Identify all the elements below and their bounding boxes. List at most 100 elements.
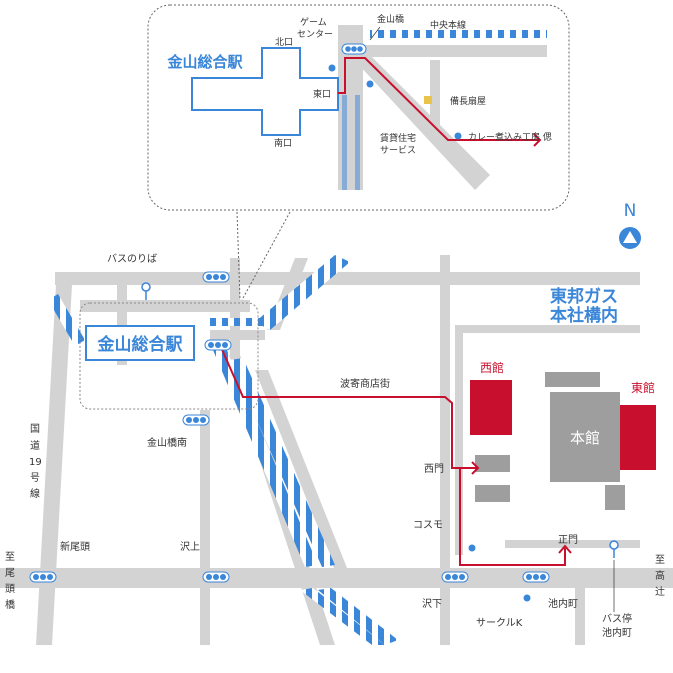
bus-stop-ikeuchi-line2: 池内町: [602, 626, 632, 639]
circle-k-dot: [523, 594, 531, 602]
bus-stop-ikeuchi-line1: バス停: [602, 612, 632, 625]
road-company-inner: [505, 540, 640, 548]
svg-text:至: 至: [655, 554, 665, 566]
kanayamabashi-minami-label: 金山橋南: [147, 436, 187, 449]
inset-chuo-line: 中央本線: [430, 19, 466, 31]
cosmo-dot: [468, 544, 476, 552]
road-v5: [575, 588, 585, 645]
svg-text:頭: 頭: [5, 583, 15, 595]
shin-otou-label: 新尾頭: [60, 540, 90, 553]
inset-binchou: 備長扇屋: [450, 95, 486, 107]
rail-south-1: [213, 348, 318, 567]
inset-road-diag: [345, 50, 490, 190]
company-name-line2: 本社構内: [550, 305, 618, 326]
gray-block-2: [475, 455, 510, 472]
inset-game-center-1: ゲーム: [300, 16, 327, 28]
inset-kanayama-bridge: 金山橋: [377, 13, 404, 25]
road-diag-south2: [255, 370, 355, 588]
route19-label: 国 道 19 号 線: [29, 423, 42, 500]
main-building-label: 本館: [570, 429, 600, 447]
inset-south-exit: 南口: [274, 137, 292, 149]
svg-text:国: 国: [30, 423, 40, 435]
inset-north-exit: 北口: [275, 37, 293, 48]
svg-text:線: 線: [30, 487, 40, 500]
station-box-main[interactable]: [85, 325, 195, 361]
rail-station-horizontal: [205, 318, 265, 326]
svg-text:橋: 橋: [5, 598, 15, 611]
inset-rental-dot: [366, 80, 374, 88]
road-v4: [440, 255, 450, 645]
road-company-left: [455, 325, 463, 555]
signal-ikeuchicho: [522, 571, 550, 583]
gray-block-4: [605, 485, 625, 510]
bus-stop-pin-top: [141, 282, 151, 300]
station-name-main: 金山総合駅: [97, 334, 184, 355]
to-otoubashi-label: 至 尾 頭 橋: [5, 551, 15, 611]
road-route19: [36, 285, 72, 645]
road-station-mid: [210, 330, 265, 340]
signal-sawakami: [202, 571, 230, 583]
inset-binchou-marker: [424, 96, 432, 104]
west-building-label: 西館: [480, 360, 504, 375]
sawakami-label: 沢上: [180, 540, 200, 553]
signal-sawashita: [441, 571, 469, 583]
buildings: [470, 372, 656, 510]
gray-block-1: [545, 372, 600, 387]
hanamichi-label: 波寄商店街: [340, 377, 390, 390]
svg-text:至: 至: [5, 551, 15, 563]
inset-rental-1: 賃貸住宅: [380, 132, 416, 144]
rail-south-3: [300, 588, 385, 645]
inset-road-v-right: [430, 60, 440, 130]
inset-curry-dot: [454, 132, 462, 140]
inset-game-center-dot: [328, 64, 336, 72]
east-building-label: 東館: [631, 380, 655, 395]
inset-rail-vertical-1: [342, 95, 347, 190]
inset-east-exit: 東口: [313, 88, 331, 100]
walking-route: [205, 344, 566, 566]
arrow-west-gate-head: [471, 461, 480, 475]
signal-station: [204, 339, 232, 351]
road-company-top: [455, 325, 640, 333]
east-building: [620, 405, 656, 470]
company-name-line1: 東邦ガス: [550, 286, 618, 307]
inset-curry: カレー煮込み工房 偲: [468, 131, 552, 143]
svg-text:辻: 辻: [655, 585, 665, 598]
inset-game-center-2: センター: [297, 29, 333, 40]
inset-rental-2: サービス: [380, 145, 416, 156]
road-bottom: [0, 568, 673, 588]
north-arrow-icon: [623, 231, 637, 243]
circle-k-label: サークルK: [476, 617, 523, 629]
inset-walking-route: [338, 57, 540, 141]
road-station-left: [80, 300, 250, 312]
inset-rail-chuo: [370, 30, 547, 38]
main-building: [550, 392, 620, 482]
svg-text:道: 道: [30, 439, 40, 452]
bus-stop-label: バスのりば: [107, 253, 157, 265]
svg-text:高: 高: [655, 569, 665, 582]
rail-south-4: [318, 588, 398, 645]
station-block-main: 金山総合駅: [79, 302, 259, 410]
compass-letter: N: [624, 201, 637, 221]
to-takatsuji-label: 至 高 辻: [655, 554, 665, 598]
road-top: [55, 272, 640, 285]
inset-station-name: 金山総合駅: [166, 53, 243, 71]
main-railways: [48, 255, 398, 645]
signal-shin-otou: [29, 571, 57, 583]
svg-text:号: 号: [30, 472, 40, 484]
bus-stop-pin-ikeuchi: [609, 540, 619, 558]
inset-rail-vertical-2: [355, 95, 360, 190]
inset-station-building[interactable]: [191, 47, 339, 136]
ikeuchicho-label: 池内町: [548, 597, 578, 610]
sawashita-label: 沢下: [422, 597, 442, 610]
signals: [29, 271, 550, 583]
signal-bus-stop-top: [202, 271, 230, 283]
signal-kanayamabashi-minami: [182, 414, 210, 426]
svg-text:19: 19: [29, 457, 42, 468]
svg-text:尾: 尾: [5, 567, 15, 579]
west-building: [470, 380, 512, 435]
inset-arrow-head: [533, 133, 542, 147]
rail-chuo-diag: [255, 255, 350, 330]
station-area-outline: [79, 302, 259, 410]
gray-block-3: [475, 485, 510, 502]
